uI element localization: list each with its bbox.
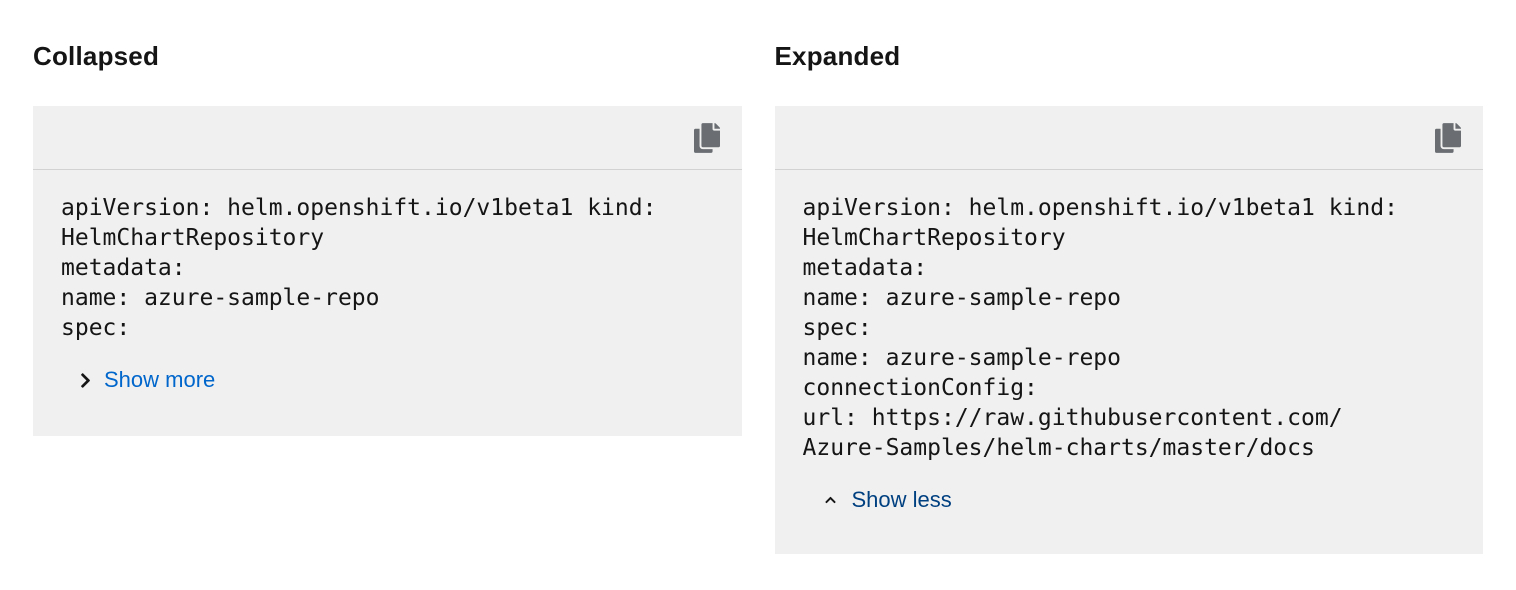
- example-expanded: Expanded apiVersion: helm.openshift.io/v…: [774, 41, 1484, 554]
- section-title-expanded: Expanded: [774, 41, 901, 71]
- section-title-collapsed: Collapsed: [33, 41, 160, 71]
- code-content: apiVersion: helm.openshift.io/v1beta1 ki…: [61, 195, 657, 341]
- chevron-up-icon: [824, 496, 836, 504]
- example-collapsed: Collapsed apiVersion: helm.openshift.io/…: [33, 43, 742, 554]
- code-block-expanded: apiVersion: helm.openshift.io/v1beta1 ki…: [774, 106, 1484, 554]
- page: Collapsed apiVersion: helm.openshift.io/…: [33, 43, 1483, 554]
- show-more-toggle[interactable]: Show more: [80, 368, 215, 392]
- code-block-header: [33, 106, 742, 170]
- code-content: apiVersion: helm.openshift.io/v1beta1 ki…: [802, 195, 1398, 461]
- copy-button[interactable]: [1431, 121, 1465, 155]
- code-block-body: apiVersion: helm.openshift.io/v1beta1 ki…: [33, 170, 742, 436]
- copy-button[interactable]: [690, 121, 724, 155]
- code-block-collapsed: apiVersion: helm.openshift.io/v1beta1 ki…: [33, 106, 742, 436]
- toggle-label: Show less: [851, 487, 952, 512]
- code-block-body: apiVersion: helm.openshift.io/v1beta1 ki…: [775, 170, 1484, 554]
- copy-icon: [1435, 122, 1461, 153]
- copy-icon: [693, 122, 720, 153]
- toggle-label: Show more: [104, 367, 216, 392]
- show-less-toggle[interactable]: Show less: [822, 488, 952, 512]
- code-block-header: [774, 106, 1483, 170]
- chevron-right-icon: [81, 372, 90, 388]
